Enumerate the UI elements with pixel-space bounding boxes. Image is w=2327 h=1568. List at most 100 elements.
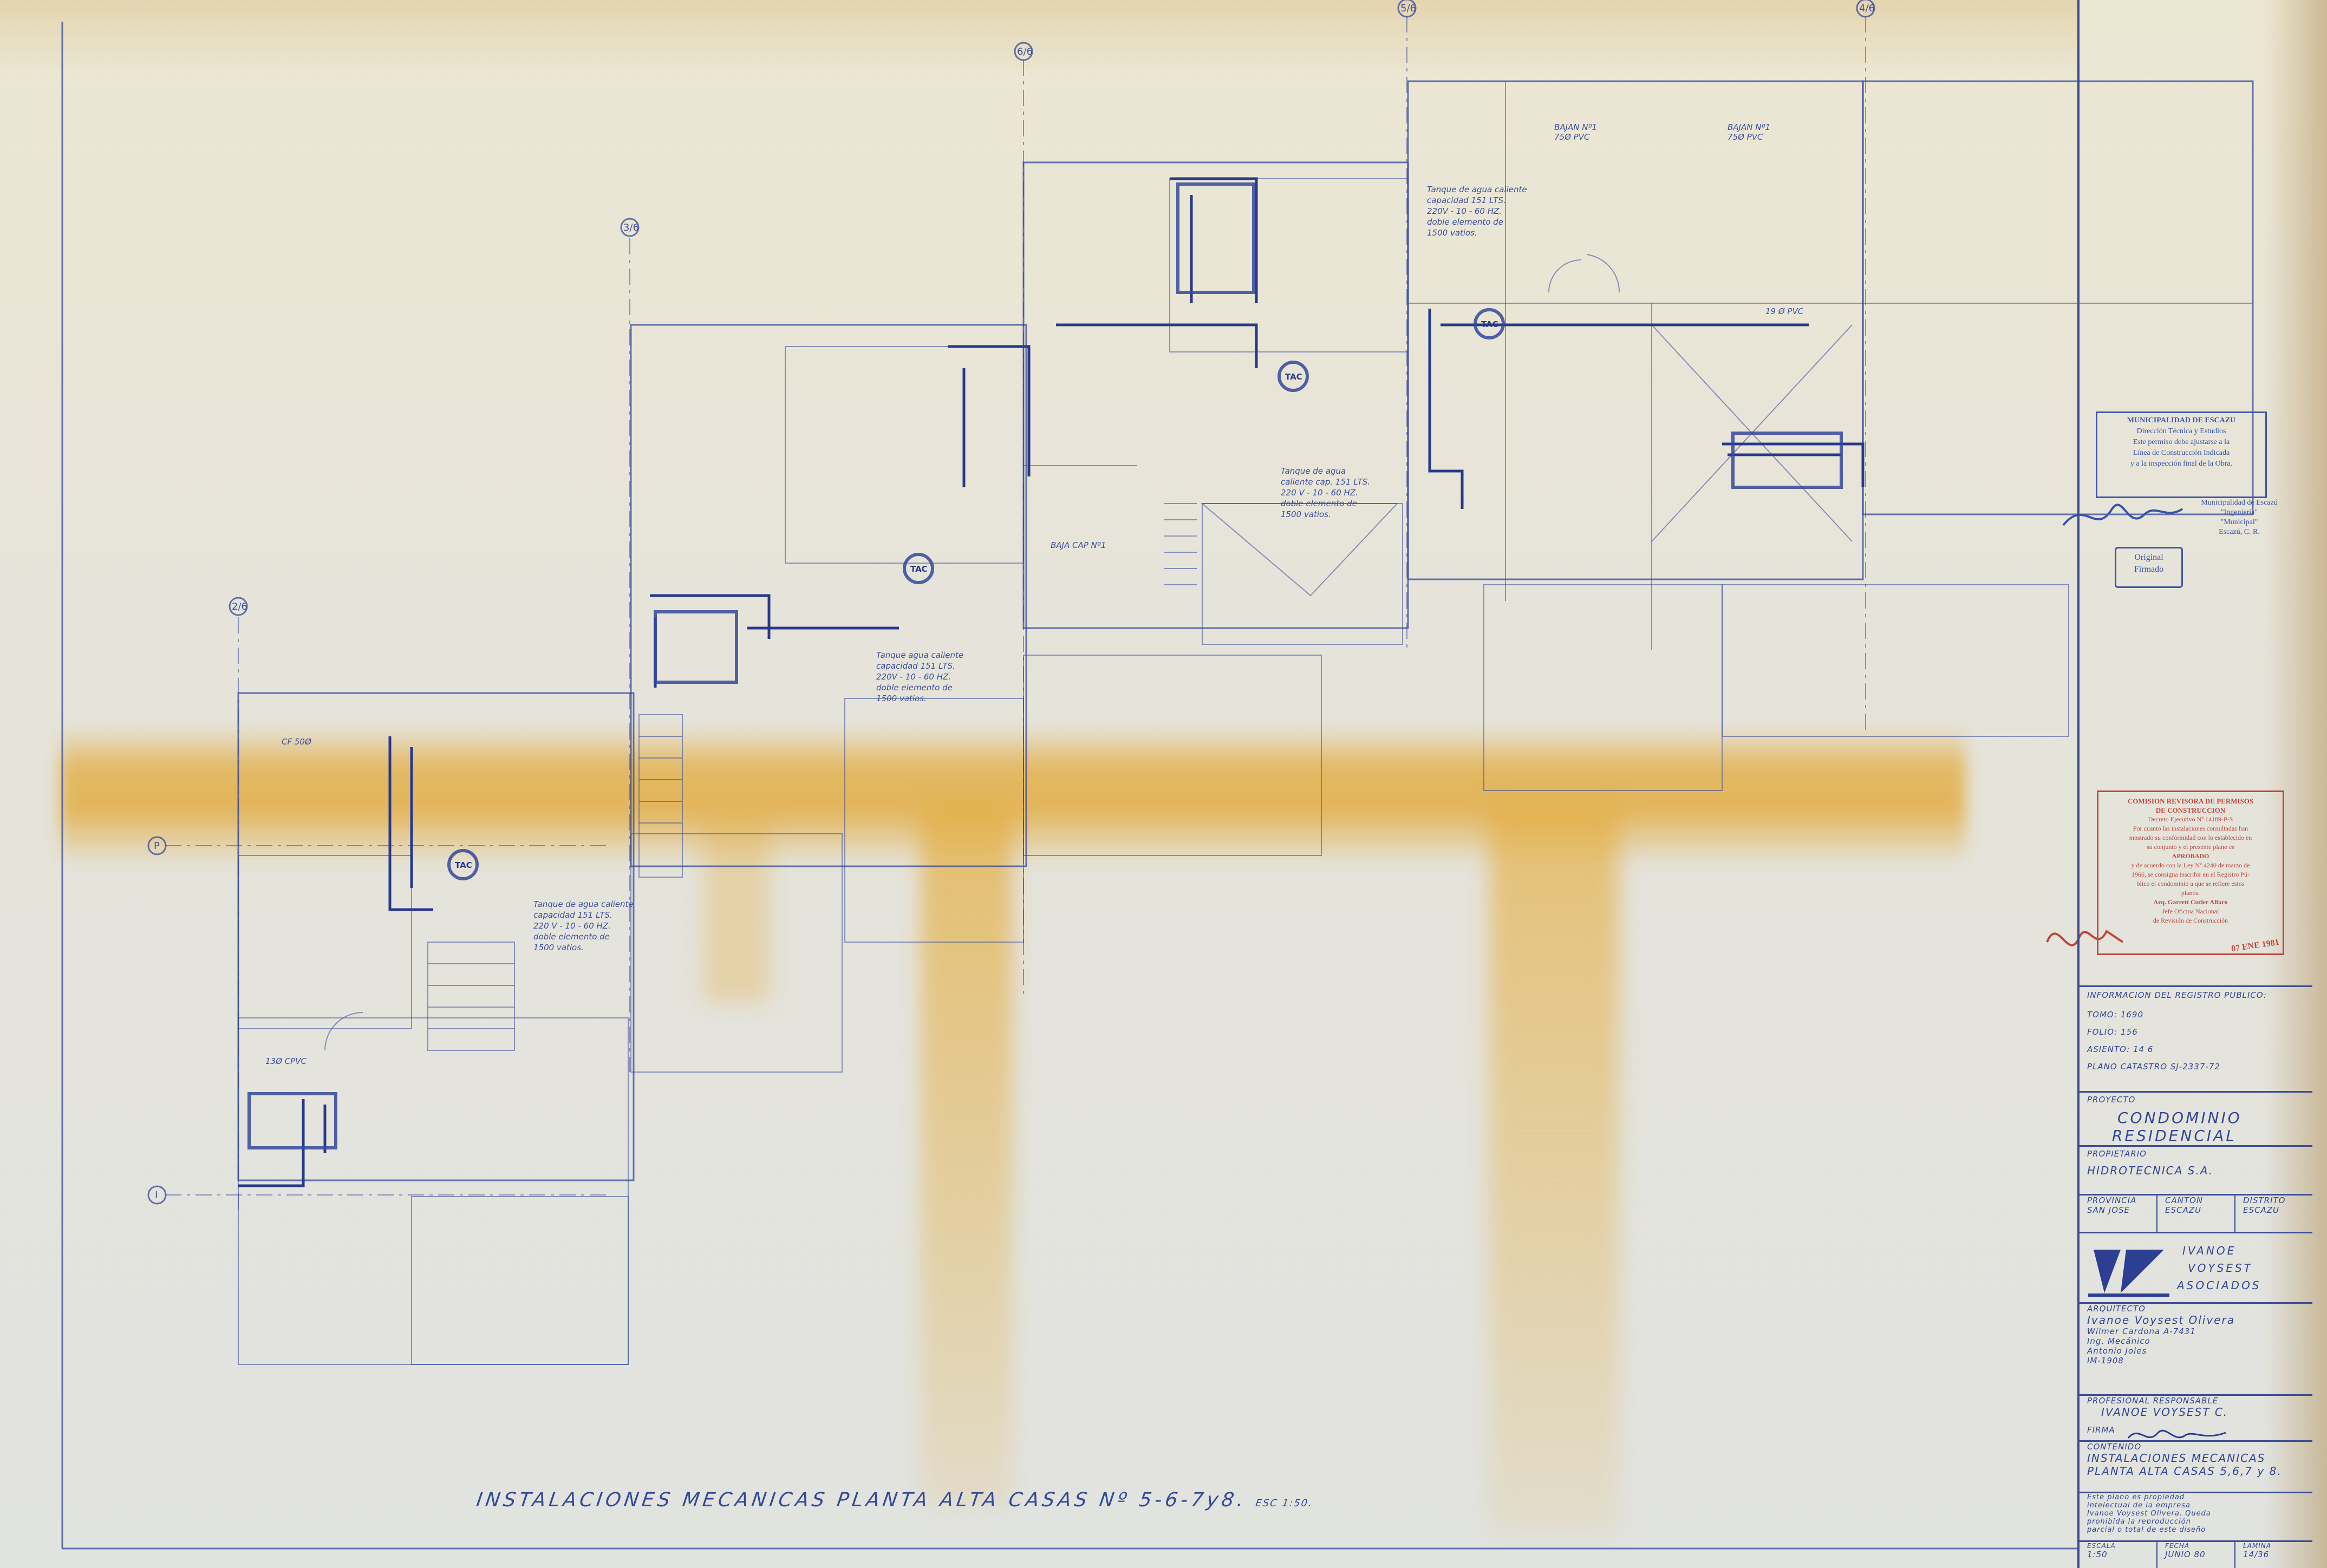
svg-text:220 V - 10 - 60 HZ.: 220 V - 10 - 60 HZ. xyxy=(533,921,611,931)
footer-escala: ESCALA 1:50 xyxy=(2080,1542,2157,1568)
title-block-arquitecto: ARQUITECTO Ivanoe Voysest Olivera Wilmer… xyxy=(2080,1302,2312,1369)
contenido-line-2: PLANTA ALTA CASAS 5,6,7 y 8. xyxy=(2087,1465,2282,1478)
pipe-size-label: 19 Ø PVC xyxy=(1765,306,1804,316)
contenido-line-1: INSTALACIONES MECANICAS xyxy=(2087,1452,2266,1465)
stamp-line: COMISION REVISORA DE PERMISOS xyxy=(2127,797,2254,805)
note-line: Este plano es propiedad xyxy=(2087,1493,2185,1501)
note-line: Ivanoe Voysest Olivera. Queda xyxy=(2087,1510,2211,1518)
registro-plano: PLANO CATASTRO SJ-2337-72 xyxy=(2087,1062,2220,1072)
firma-label: FIRMA xyxy=(2087,1425,2115,1435)
footer-value: 14/36 xyxy=(2243,1550,2270,1559)
svg-text:Tanque de agua caliente: Tanque de agua caliente xyxy=(533,899,634,909)
grid-axes xyxy=(165,16,1866,1213)
hot-water-pipe-label: 13Ø CPVC xyxy=(265,1056,307,1066)
stamp-line: y a la inspección final de la Obra. xyxy=(2130,460,2233,468)
profesional-signature xyxy=(2127,1429,2226,1439)
title-block-location: PROVINCIA SAN JOSE CANTON ESCAZU DISTRIT… xyxy=(2080,1194,2312,1233)
drawing-scale: ESC 1:50. xyxy=(1255,1498,1314,1509)
svg-text:220V - 10 - 60 HZ.: 220V - 10 - 60 HZ. xyxy=(1427,206,1502,216)
stamp-line: "Ingeniería" xyxy=(2220,508,2258,517)
house-7-walls xyxy=(1022,161,1409,856)
stamp-line: Original xyxy=(2134,553,2163,562)
title-block-proyecto: PROYECTO CONDOMINIO RESIDENCIAL xyxy=(2080,1091,2312,1155)
stamp-ingenieria-municipal: Municipalidad de Escazú "Ingeniería" "Mu… xyxy=(2188,498,2291,547)
downpipe-size-label-2: 75Ø PVC xyxy=(1728,132,1763,142)
footer-header: FECHA xyxy=(2165,1542,2190,1550)
stamp-line: Línea de Construcción Indicada xyxy=(2133,449,2230,457)
staff-line: Ing. Mecánico xyxy=(2087,1336,2150,1346)
firm-name-line-3: ASOCIADOS xyxy=(2177,1279,2261,1292)
proyecto-name-line-1: CONDOMINIO xyxy=(2117,1109,2242,1127)
grid-label-p: P xyxy=(154,840,160,852)
grid-label-4: 4/6 xyxy=(1859,3,1875,14)
grid-label-3: 3/6 xyxy=(623,222,639,233)
tac-label-house-6: TAC xyxy=(910,564,928,574)
stamp-line: MUNICIPALIDAD DE ESCAZU xyxy=(2127,416,2236,424)
arquitecto-label: ARQUITECTO xyxy=(2087,1304,2146,1314)
stamp-line: Escazú, C. R. xyxy=(2219,528,2260,536)
proyecto-label: PROYECTO xyxy=(2087,1095,2136,1105)
stamp-municipalidad-escazu: MUNICIPALIDAD DE ESCAZU Dirección Técnic… xyxy=(2096,411,2267,498)
location-value: SAN JOSE xyxy=(2087,1205,2130,1215)
profesional-name: IVANOE VOYSEST C. xyxy=(2101,1406,2228,1419)
title-block-propietario: PROPIETARIO HIDROTECNICA S.A. xyxy=(2080,1145,2312,1193)
signature-blue xyxy=(2062,504,2183,526)
house-8-walls xyxy=(1407,80,2254,791)
footer-header: ESCALA xyxy=(2087,1542,2116,1550)
stamp-line: "Municipal" xyxy=(2220,518,2258,526)
profesional-label: PROFESIONAL RESPONSABLE xyxy=(2087,1396,2219,1406)
drawing-title: INSTALACIONES MECANICAS PLANTA ALTA CASA… xyxy=(475,1489,1453,1511)
stamp-line: 1966, se consigna inscribir en el Regist… xyxy=(2132,871,2250,878)
svg-text:220V - 10 - 60 HZ.: 220V - 10 - 60 HZ. xyxy=(876,672,951,682)
firm-name-line-1: IVANOE xyxy=(2182,1244,2237,1257)
contenido-label: CONTENIDO xyxy=(2087,1442,2142,1452)
grid-label-2: 2/6 xyxy=(232,601,247,612)
water-heater-symbols xyxy=(447,308,1505,880)
title-block: INFORMACION DEL REGISTRO PUBLICO: TOMO: … xyxy=(2077,0,2327,1568)
tank-note-house-7: Tanque de agua caliente cap. 151 LTS. 22… xyxy=(1281,466,1370,519)
grid-bubbles xyxy=(147,0,1875,1205)
grid-label-i: I xyxy=(155,1190,158,1201)
title-block-footer: ESCALA 1:50 FECHA JUNIO 80 LAMINA 14/36 xyxy=(2080,1540,2312,1568)
footer-value: JUNIO 80 xyxy=(2165,1550,2206,1559)
stamp-line: APROBADO xyxy=(2172,852,2209,860)
propietario-name: HIDROTECNICA S.A. xyxy=(2087,1164,2214,1177)
location-value: ESCAZU xyxy=(2165,1205,2201,1215)
stamp-line: de Revisión de Construcción xyxy=(2153,917,2228,924)
footer-lamina: LAMINA 14/36 xyxy=(2235,1542,2312,1568)
tac-label-house-8: TAC xyxy=(1481,319,1498,329)
registro-folio: FOLIO: 156 xyxy=(2087,1027,2138,1037)
downpipe-label: BAJAN Nº1 xyxy=(1554,122,1597,132)
footer-value: 1:50 xyxy=(2087,1550,2108,1559)
registro-header: INFORMACION DEL REGISTRO PUBLICO: xyxy=(2087,990,2267,1000)
svg-text:doble elemento de: doble elemento de xyxy=(533,932,610,942)
stamp-original-firmado: Original Firmado xyxy=(2115,547,2183,588)
registro-tomo: TOMO: 1690 xyxy=(2087,1010,2143,1020)
stamp-line: Municipalidad de Escazú xyxy=(2201,499,2278,507)
location-distrito: DISTRITO ESCAZU xyxy=(2235,1195,2312,1233)
firm-name-line-2: VOYSEST xyxy=(2188,1262,2253,1275)
location-canton: CANTON ESCAZU xyxy=(2157,1195,2235,1233)
svg-text:Tanque de agua caliente: Tanque de agua caliente xyxy=(1427,185,1527,194)
location-value: ESCAZU xyxy=(2243,1205,2279,1215)
registro-asiento: ASIENTO: 14 6 xyxy=(2087,1044,2154,1054)
note-line: parcial o total de este diseño xyxy=(2087,1526,2206,1534)
baja-cap-label: BAJA CAP Nº1 xyxy=(1051,540,1106,550)
drawing-title-text: INSTALACIONES MECANICAS PLANTA ALTA CASA… xyxy=(475,1489,1248,1511)
title-block-registro: INFORMACION DEL REGISTRO PUBLICO: TOMO: … xyxy=(2080,985,2312,1072)
stamp-line: Dirección Técnica y Estudios xyxy=(2136,427,2226,435)
svg-text:1500 vatios.: 1500 vatios. xyxy=(1427,228,1477,238)
proyecto-name-line-2: RESIDENCIAL xyxy=(2112,1127,2237,1145)
stamp-comision-revisora: COMISION REVISORA DE PERMISOS DE CONSTRU… xyxy=(2097,790,2284,955)
firm-logo-icon xyxy=(2088,1250,2169,1297)
svg-text:doble elemento de: doble elemento de xyxy=(876,683,953,692)
tank-note-house-8: Tanque de agua caliente capacidad 151 LT… xyxy=(1427,185,1527,238)
svg-text:1500 vatios.: 1500 vatios. xyxy=(1281,509,1331,519)
stamp-line: Firmado xyxy=(2134,565,2164,574)
location-header: CANTON xyxy=(2165,1195,2204,1205)
title-block-note: Este plano es propiedad intelectual de l… xyxy=(2080,1492,2312,1539)
svg-text:caliente cap. 151 LTS.: caliente cap. 151 LTS. xyxy=(1281,477,1370,487)
piping-house-6 xyxy=(650,594,899,688)
staff-line: Antonio Joles xyxy=(2087,1346,2147,1356)
